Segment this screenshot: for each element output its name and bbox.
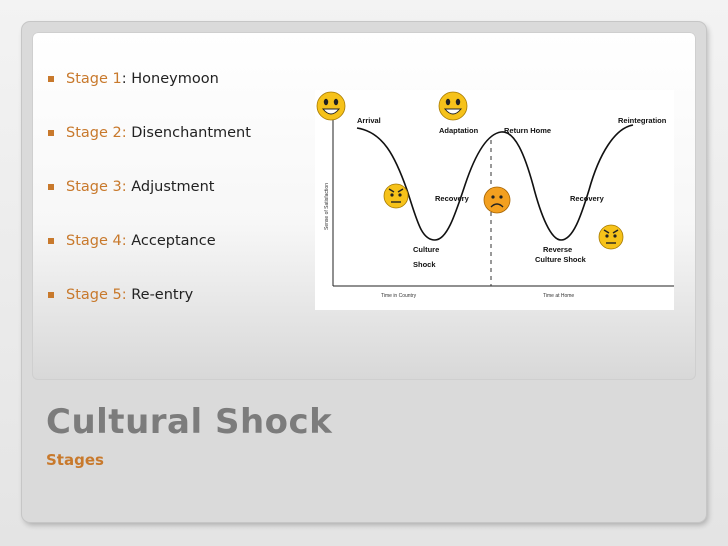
stage-desc: : Honeymoon [121, 71, 219, 87]
sad-face-icon [483, 186, 511, 214]
stage-desc: Acceptance [126, 233, 216, 249]
stage-desc: Disenchantment [126, 125, 251, 141]
label-culture: Culture [413, 245, 439, 254]
culture-shock-diagram: Sense of Satisfaction Time in Country Ti… [315, 90, 674, 310]
annoyed-face-icon [598, 224, 624, 250]
slide-title: Cultural Shock [46, 402, 333, 442]
happy-face-icon [316, 91, 346, 121]
bullet-icon [48, 184, 54, 190]
w-curve [356, 124, 634, 241]
x-axis-label-left: Time in Country [381, 293, 417, 299]
bullet-icon [48, 238, 54, 244]
stage-item-3: Stage 3: Adjustment [48, 176, 251, 230]
stage-desc: Adjustment [126, 179, 215, 195]
stage-item-2: Stage 2: Disenchantment [48, 122, 251, 176]
bullet-icon [48, 76, 54, 82]
stage-name: Stage 4: [66, 233, 127, 249]
label-return-home: Return Home [504, 126, 551, 135]
stage-name: Stage 2: [66, 125, 127, 141]
diagram-svg: Sense of Satisfaction Time in Country Ti… [316, 91, 674, 299]
label-shock: Shock [413, 260, 436, 269]
label-adaptation: Adaptation [439, 126, 479, 135]
stage-name: Stage 3: [66, 179, 127, 195]
label-arrival: Arrival [357, 116, 381, 125]
stage-item-5: Stage 5: Re-entry [48, 284, 251, 338]
stage-item-1: Stage 1: Honeymoon [48, 68, 251, 122]
stage-desc: Re-entry [126, 287, 194, 303]
bullet-icon [48, 292, 54, 298]
x-axis-label-right: Time at Home [543, 293, 574, 299]
label-reintegration: Reintegration [618, 116, 667, 125]
label-reverse: Reverse [543, 245, 572, 254]
stage-name: Stage 1 [66, 71, 122, 87]
label-recovery-2: Recovery [570, 194, 605, 203]
slide-subtitle: Stages [46, 451, 104, 469]
annoyed-face-icon [383, 183, 409, 209]
stage-item-4: Stage 4: Acceptance [48, 230, 251, 284]
label-reverse-culture-shock: Culture Shock [535, 255, 587, 264]
bullet-icon [48, 130, 54, 136]
y-axis-label: Sense of Satisfaction [324, 183, 330, 230]
happy-face-icon [438, 91, 468, 121]
stage-name: Stage 5: [66, 287, 127, 303]
stage-list: Stage 1: Honeymoon Stage 2: Disenchantme… [48, 68, 251, 338]
label-recovery-1: Recovery [435, 194, 470, 203]
